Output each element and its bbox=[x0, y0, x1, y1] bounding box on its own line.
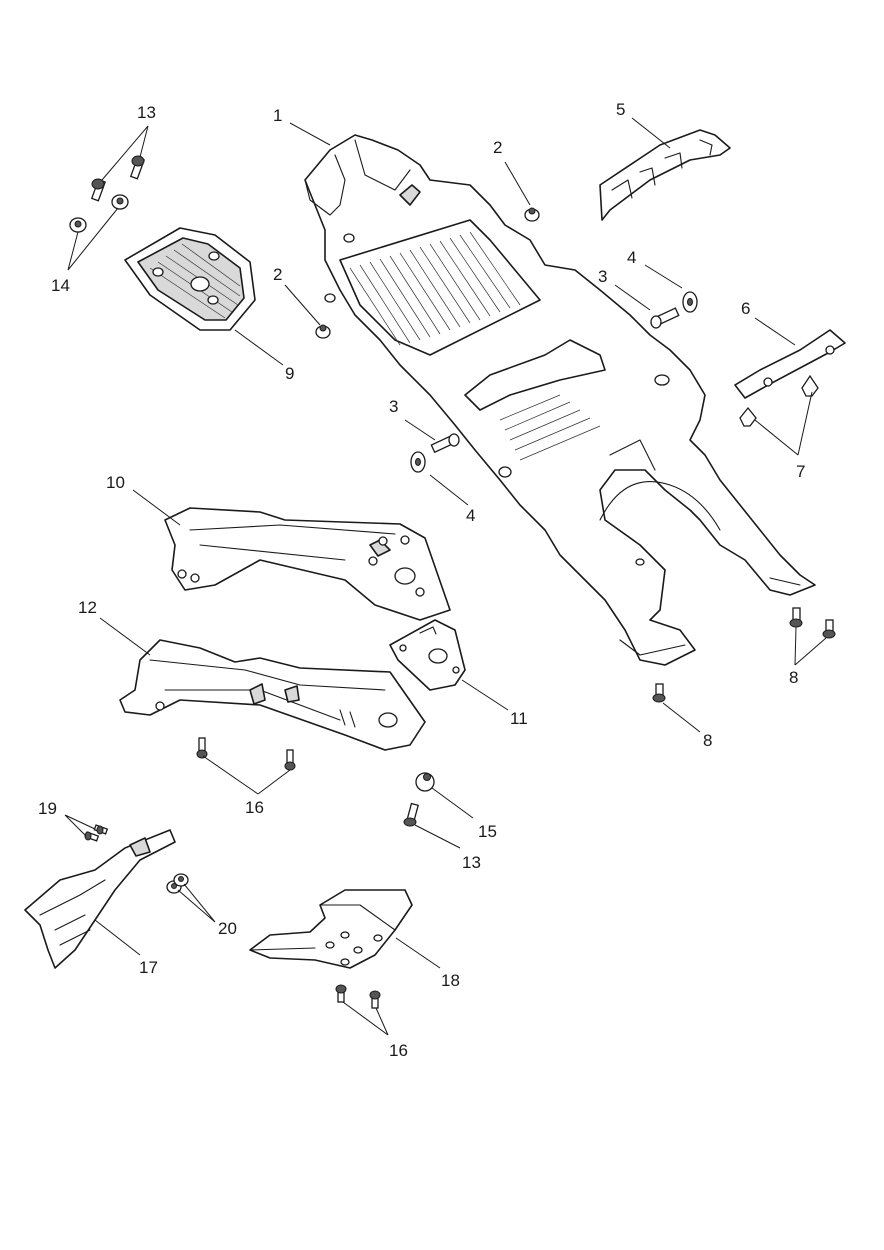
part-10-rail bbox=[164, 507, 451, 621]
callout-14: 14 bbox=[51, 276, 70, 295]
leader-lines bbox=[64, 117, 827, 1036]
callout-12: 12 bbox=[78, 598, 97, 617]
fastener-15-grommet bbox=[415, 772, 435, 792]
callout-16: 16 bbox=[245, 798, 264, 817]
fastener-4-washer bbox=[682, 291, 698, 313]
part-12-rail bbox=[119, 639, 426, 751]
fastener-4-washer bbox=[410, 451, 426, 473]
fastener-7-clip bbox=[739, 406, 757, 427]
callout-10: 10 bbox=[106, 473, 125, 492]
callout-1: 1 bbox=[273, 106, 282, 125]
tray-slats bbox=[349, 231, 521, 346]
callout-8: 8 bbox=[789, 668, 798, 687]
part-11-plate bbox=[389, 619, 466, 691]
callout-9: 9 bbox=[285, 364, 294, 383]
fastener-8-screw bbox=[652, 683, 666, 703]
fastener-13-bolt bbox=[403, 802, 419, 827]
callout-15: 15 bbox=[478, 822, 497, 841]
part-5-bracket bbox=[599, 129, 731, 221]
callout-16: 16 bbox=[389, 1041, 408, 1060]
fastener-8-screw bbox=[789, 607, 803, 628]
fastener-19-screw bbox=[93, 824, 109, 835]
part-6-trim-strip bbox=[734, 329, 846, 399]
callout-8: 8 bbox=[703, 731, 712, 750]
fastener-14-spacer bbox=[111, 194, 129, 210]
fastener-20-nut bbox=[173, 873, 189, 887]
callout-11: 11 bbox=[510, 709, 528, 728]
callout-6: 6 bbox=[741, 299, 750, 318]
fastener-2-clip bbox=[315, 324, 331, 339]
callout-7: 7 bbox=[796, 462, 805, 481]
fastener-16-screw bbox=[369, 990, 381, 1009]
callout-13: 13 bbox=[462, 853, 481, 872]
fastener-16-screw bbox=[335, 984, 347, 1003]
part-17-cover bbox=[24, 829, 176, 969]
callout-5: 5 bbox=[616, 100, 625, 119]
callout-18: 18 bbox=[441, 971, 460, 990]
fastener-19-screw bbox=[84, 831, 100, 842]
callout-4: 4 bbox=[627, 248, 636, 267]
callout-3: 3 bbox=[598, 267, 607, 286]
callout-13: 13 bbox=[137, 103, 156, 122]
fastener-13-bolt bbox=[90, 178, 107, 202]
part-1-rear-undertray bbox=[304, 134, 816, 666]
fastener-8-screw bbox=[822, 619, 836, 639]
callout-4: 4 bbox=[466, 506, 475, 525]
fastener-3-bolt bbox=[430, 433, 460, 454]
callout-2: 2 bbox=[273, 265, 282, 284]
part-18-plate bbox=[249, 889, 413, 969]
callout-2: 2 bbox=[493, 138, 502, 157]
fastener-2-clip bbox=[524, 207, 540, 222]
tray-shading bbox=[499, 394, 601, 461]
fastener-3-bolt bbox=[650, 307, 680, 329]
fastener-14-spacer bbox=[69, 217, 87, 233]
callout-19: 19 bbox=[38, 799, 57, 818]
callout-3: 3 bbox=[389, 397, 398, 416]
fastener-16-screw bbox=[196, 737, 208, 759]
callout-labels: 1 2 2 3 3 4 4 5 6 7 8 8 9 10 11 12 13 13… bbox=[38, 100, 805, 1060]
fastener-13-bolt bbox=[129, 155, 146, 180]
fastener-16-screw bbox=[284, 749, 296, 771]
callout-17: 17 bbox=[139, 958, 158, 977]
callout-20: 20 bbox=[218, 919, 237, 938]
part-9-pad bbox=[124, 227, 256, 331]
fastener-7-clip bbox=[801, 374, 819, 397]
